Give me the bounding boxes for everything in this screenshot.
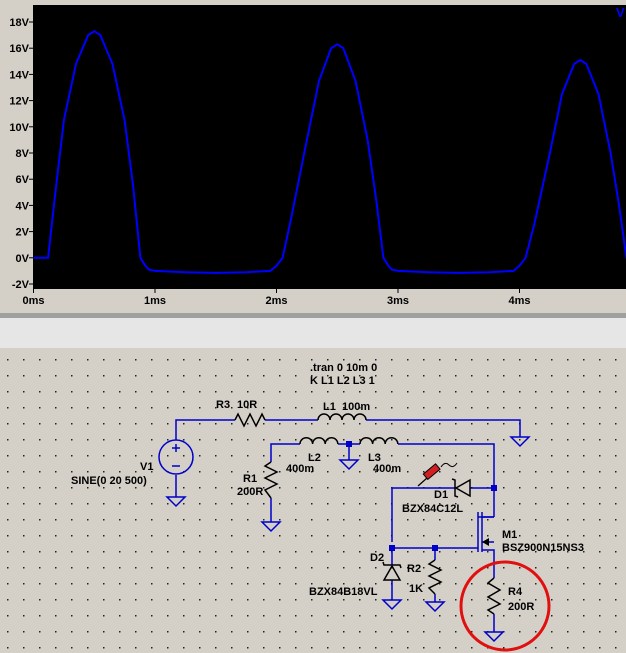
resistor-r2[interactable] xyxy=(427,559,443,595)
junctions xyxy=(346,441,497,551)
x-tick-label: 2ms xyxy=(265,295,287,307)
voltage-trace[interactable] xyxy=(33,30,626,274)
ground-icon xyxy=(381,599,403,611)
l2-ref[interactable]: L2 xyxy=(308,452,321,464)
schematic-pane[interactable]: .tran 0 10m 0 K L1 L2 L3 1 R3 10R L1 100… xyxy=(0,348,626,653)
r2-value[interactable]: 1K xyxy=(409,583,423,595)
y-tick-label: 4V xyxy=(16,200,30,212)
highlight-circle xyxy=(459,560,551,652)
sim-directive-tran[interactable]: .tran 0 10m 0 xyxy=(310,362,377,374)
y-tick-label: -2V xyxy=(12,279,30,291)
x-axis: 0ms 1ms 2ms 3ms 4ms xyxy=(22,289,531,307)
r4-ref[interactable]: R4 xyxy=(508,586,523,598)
y-tick-label: 2V xyxy=(16,227,30,239)
ground-icon xyxy=(483,631,505,643)
y-tick-label: 14V xyxy=(9,69,29,81)
waveform-pane[interactable]: -2V 0V 2V 4V 6V 8V 10V 12V 14V 16V 18V 0ms 1ms 2ms 3m… xyxy=(0,0,626,318)
l2-value[interactable]: 400m xyxy=(286,463,314,475)
x-tick-label: 3ms xyxy=(387,295,409,307)
resistor-r4[interactable] xyxy=(486,577,502,615)
zener-diode-d2[interactable] xyxy=(382,561,402,581)
r3-ref[interactable]: R3 xyxy=(216,399,230,411)
y-tick-label: 10V xyxy=(9,122,29,134)
y-axis: -2V 0V 2V 4V 6V 8V 10V 12V 14V 16V 18V xyxy=(9,17,33,291)
inductor-l3[interactable] xyxy=(359,436,399,445)
pane-divider[interactable] xyxy=(0,313,626,318)
x-tick-label: 4ms xyxy=(508,295,530,307)
x-tick-label: 1ms xyxy=(144,295,166,307)
ground-icon xyxy=(338,459,360,471)
l1-value[interactable]: 100m xyxy=(342,401,370,413)
grid-dots xyxy=(0,348,626,653)
y-tick-label: 18V xyxy=(9,17,29,29)
r1-ref[interactable]: R1 xyxy=(243,473,257,485)
r4-value[interactable]: 200R xyxy=(508,601,534,613)
y-tick-label: 8V xyxy=(16,148,30,160)
l3-ref[interactable]: L3 xyxy=(368,452,381,464)
r2-ref[interactable]: R2 xyxy=(407,563,421,575)
resistor-r3[interactable] xyxy=(234,412,266,428)
ground-icon xyxy=(165,496,187,508)
inductor-l1[interactable] xyxy=(317,413,367,421)
ground-icon xyxy=(509,436,531,448)
y-tick-label: 0V xyxy=(16,253,30,265)
r1-value[interactable]: 200R xyxy=(237,486,263,498)
y-tick-label: 6V xyxy=(16,174,30,186)
v1-value[interactable]: SINE(0 20 500) xyxy=(71,475,147,487)
zener-diode-d1[interactable] xyxy=(451,478,471,498)
d1-value[interactable]: BZX84C12L xyxy=(402,503,463,515)
voltage-source-v1[interactable] xyxy=(158,439,194,475)
d1-ref[interactable]: D1 xyxy=(434,489,448,501)
m1-ref[interactable]: M1 xyxy=(502,529,517,541)
ground-icon xyxy=(424,601,446,613)
ground-symbols xyxy=(165,436,531,643)
v1-ref[interactable]: V1 xyxy=(140,461,153,473)
plot-area[interactable] xyxy=(33,5,626,289)
inductor-l2[interactable] xyxy=(299,436,339,445)
resistor-r1[interactable] xyxy=(263,461,279,499)
y-tick-label: 12V xyxy=(9,96,29,108)
x-tick-label: 0ms xyxy=(22,295,44,307)
ground-icon xyxy=(260,521,282,533)
l1-ref[interactable]: L1 xyxy=(323,401,336,413)
d2-ref[interactable]: D2 xyxy=(370,552,384,564)
pane-splitter[interactable] xyxy=(0,318,626,348)
r3-value[interactable]: 10R xyxy=(237,399,257,411)
mosfet-m1-arrow xyxy=(482,538,489,546)
m1-value[interactable]: BSZ900N15NS3 xyxy=(502,542,584,554)
trace-label[interactable]: V xyxy=(616,5,625,20)
y-tick-label: 16V xyxy=(9,43,29,55)
probe-cursor-icon xyxy=(417,462,458,487)
l3-value[interactable]: 400m xyxy=(373,463,401,475)
sim-directive-coupling[interactable]: K L1 L2 L3 1 xyxy=(310,375,375,387)
d2-value[interactable]: BZX84B18VL xyxy=(309,586,378,598)
